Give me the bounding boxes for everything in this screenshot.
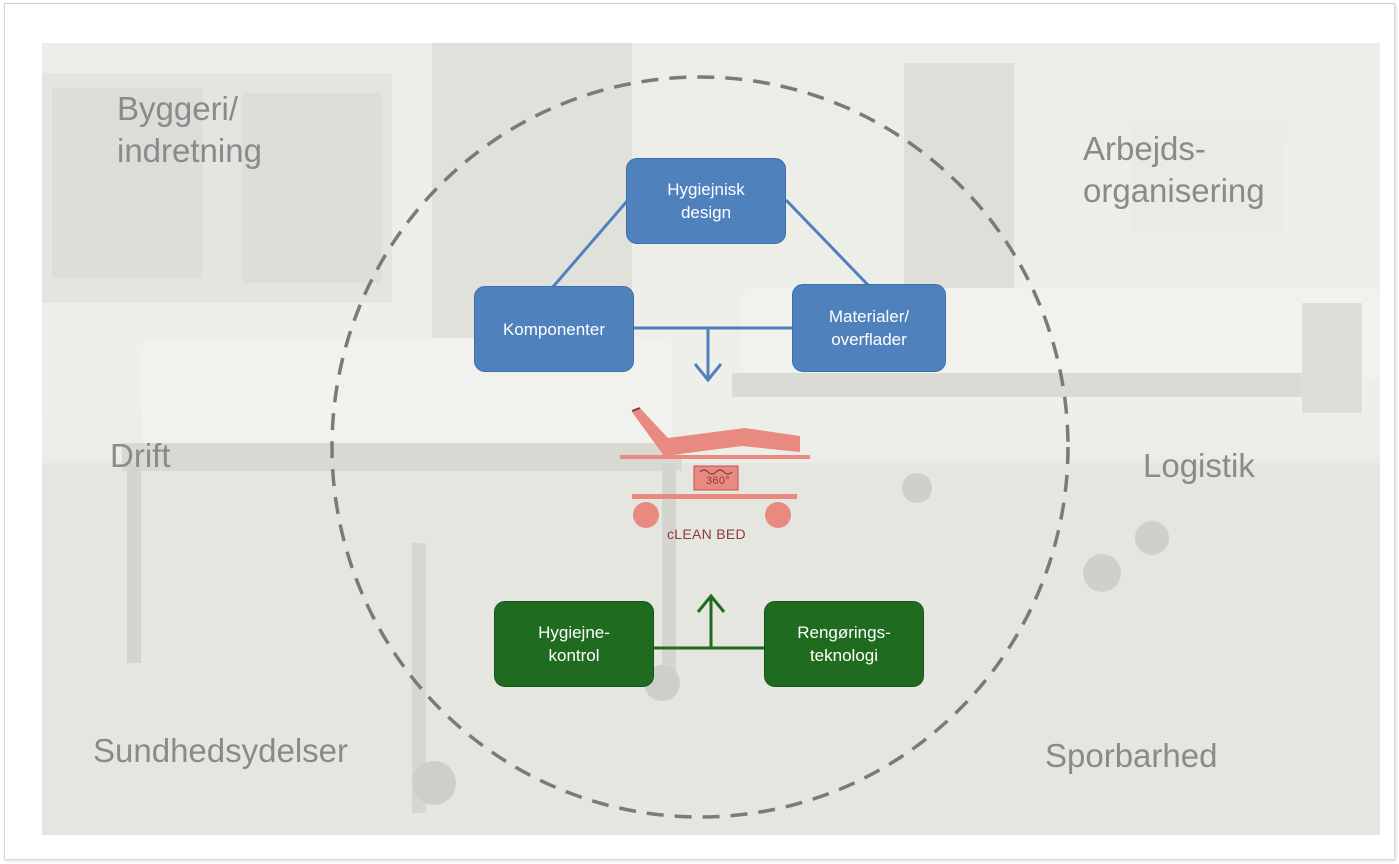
context-label-operation: Drift bbox=[110, 437, 171, 474]
arrow-down-head bbox=[693, 363, 723, 383]
dashed-boundary-circle bbox=[330, 75, 1070, 819]
context-label-logistics: Logistik bbox=[1143, 447, 1255, 484]
context-label-traceability: Sporbarhed bbox=[1045, 737, 1218, 774]
clean-bed-logo-text: cLEAN BED bbox=[667, 526, 746, 542]
context-label-health-services: Sundhedsydelser bbox=[93, 732, 349, 769]
box-components: Komponenter bbox=[474, 286, 634, 372]
context-label-building: Byggeri/ indretning bbox=[117, 90, 262, 169]
connector-design-components bbox=[550, 199, 630, 289]
arrow-up-head bbox=[696, 593, 726, 613]
wash-symbol-label: 360° bbox=[706, 475, 730, 487]
context-label-work-organisation: Arbejds- organisering bbox=[1083, 130, 1265, 209]
clean-bed-logo-icon bbox=[620, 407, 810, 528]
box-hygienic-design: Hygiejnisk design bbox=[626, 158, 786, 244]
box-hygiene-control: Hygiejne- kontrol bbox=[494, 601, 654, 687]
connector-design-materials bbox=[784, 198, 870, 287]
box-materials-surfaces: Materialer/ overflader bbox=[792, 284, 946, 372]
box-cleaning-technology: Rengørings- teknologi bbox=[764, 601, 924, 687]
